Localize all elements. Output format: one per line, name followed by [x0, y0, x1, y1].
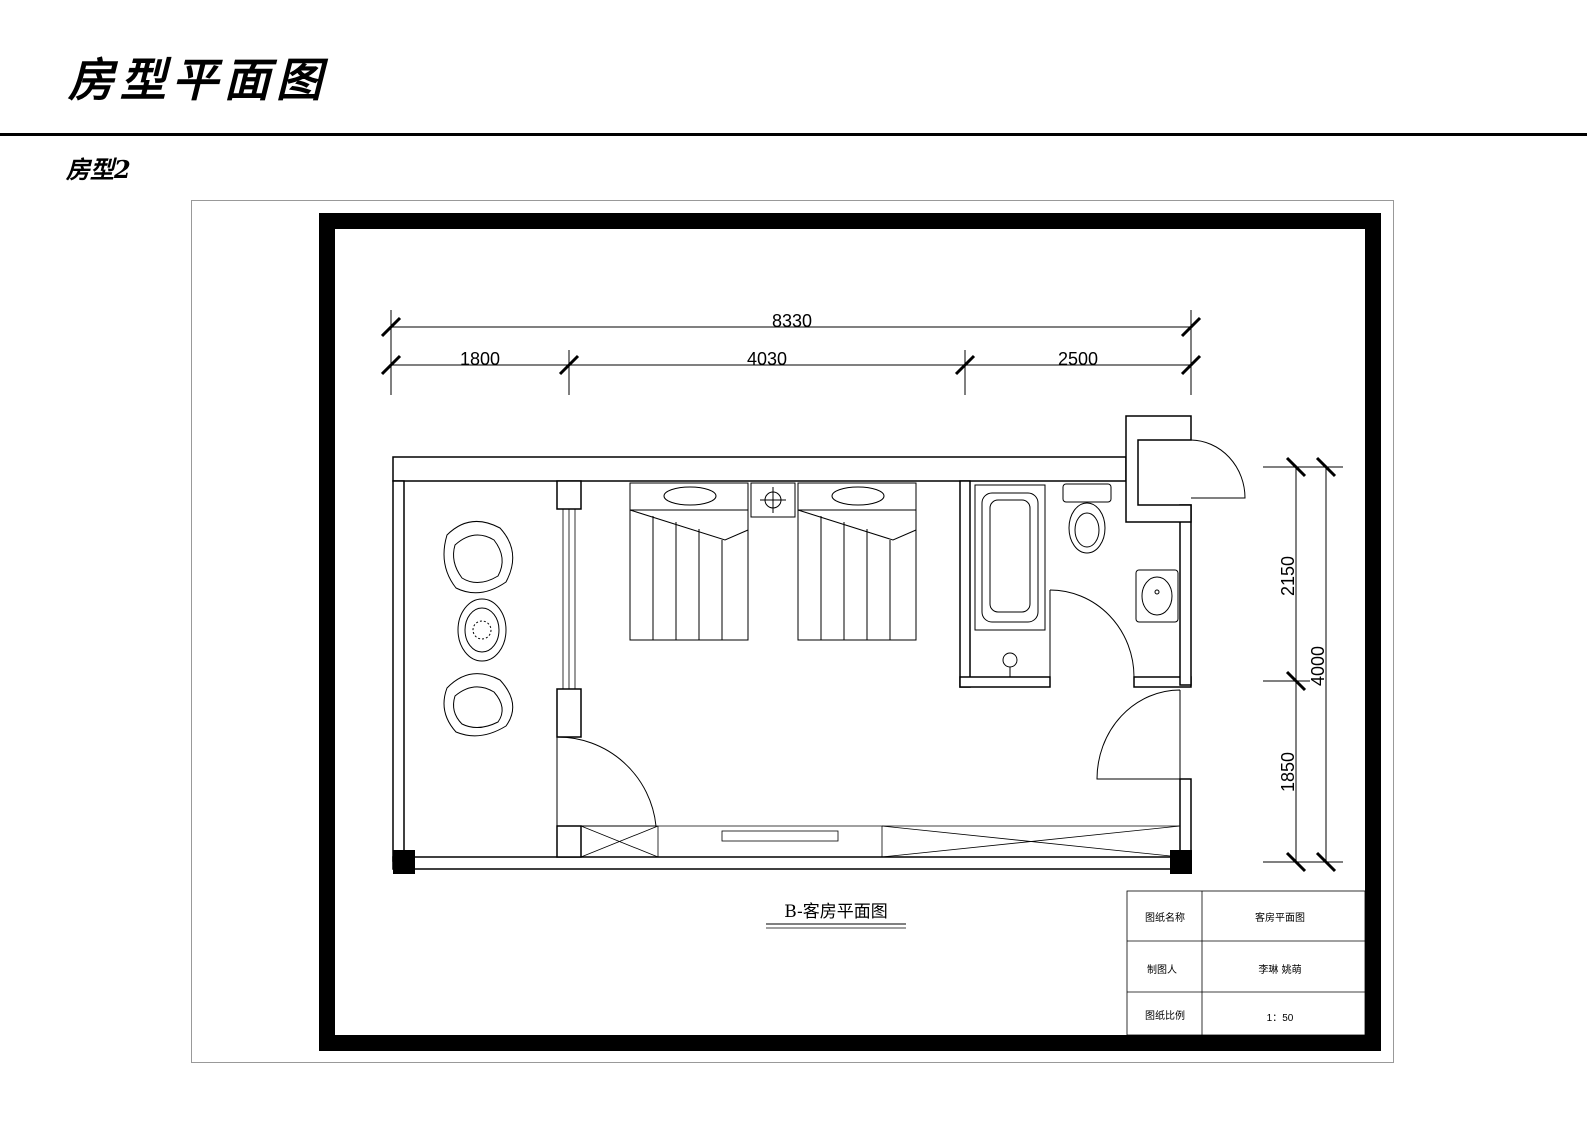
room-type-label: 房型2	[66, 155, 131, 184]
bathtub	[974, 484, 1046, 677]
column-bottom-left	[393, 850, 415, 874]
top-wall	[392, 456, 1127, 482]
bed-left	[629, 482, 749, 641]
entrance-door	[1096, 689, 1181, 780]
balcony-partition-lower	[556, 688, 582, 738]
page-title: 房型平面图	[68, 53, 328, 107]
horizontal-dimensions	[390, 310, 1192, 395]
nightstand	[750, 482, 796, 518]
doors	[556, 439, 1246, 827]
bottom-wall	[392, 856, 1192, 870]
balcony-table	[457, 598, 507, 662]
title-block-value-author: 李琳 姚萌	[1258, 963, 1301, 976]
vertical-dimensions	[1263, 466, 1343, 863]
desk-panel	[721, 830, 839, 842]
title-divider	[0, 133, 1587, 136]
toilet	[1062, 483, 1112, 554]
title-block-value-scale: 1：50	[1267, 1013, 1294, 1024]
dim-total-height: 4000	[1308, 646, 1328, 686]
title-block-label-scale: 图纸比例	[1145, 1009, 1185, 1022]
column-bottom-right	[1170, 850, 1192, 874]
dim-height-2: 1850	[1278, 752, 1298, 792]
right-wall-lower	[1179, 778, 1192, 860]
title-block-label-name: 图纸名称	[1145, 911, 1185, 924]
balcony-chair-bottom	[443, 673, 514, 737]
balcony-partition-upper	[556, 480, 582, 510]
dim-width-3: 2500	[1058, 349, 1098, 369]
balcony-glass	[562, 509, 576, 689]
left-wall	[392, 480, 405, 862]
vertical-dimension-ticks	[1285, 456, 1337, 873]
washbasin	[1135, 569, 1179, 623]
balcony-chair-top	[443, 520, 514, 594]
title-block-value-name: 客房平面图	[1255, 911, 1305, 924]
bath-wall-bottom-left	[959, 676, 1051, 688]
dim-height-1: 2150	[1278, 556, 1298, 596]
sheet-outer-frame	[191, 200, 1394, 1063]
dimension-ticks	[380, 316, 1202, 376]
drawing-caption: B-客房平面图	[784, 902, 888, 922]
bath-wall-left	[959, 480, 971, 688]
bed-right	[797, 482, 917, 641]
bottom-window	[580, 825, 1181, 858]
balcony-partition-bottom	[556, 825, 582, 858]
dim-total-width: 8330	[772, 311, 812, 331]
bath-wall-right	[1179, 504, 1192, 686]
bathroom-door	[1049, 589, 1135, 678]
title-block	[1126, 890, 1366, 1036]
dim-width-1: 1800	[460, 349, 500, 369]
dim-width-2: 4030	[747, 349, 787, 369]
closet-niche	[1125, 415, 1192, 523]
balcony-door	[556, 736, 657, 827]
closet-door	[1190, 439, 1246, 499]
drawing-border	[319, 213, 1381, 1051]
title-block-label-author: 制图人	[1147, 963, 1177, 976]
